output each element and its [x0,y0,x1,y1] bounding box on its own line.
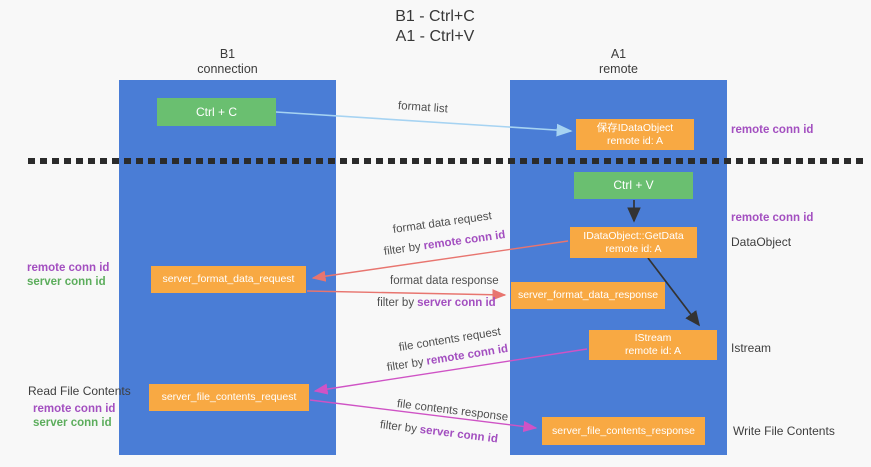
istream-line1: IStream [634,332,672,344]
idataobject-getdata-box: IDataObject::GetData remote id: A [570,227,697,258]
istream-side-label: Istream [731,341,772,355]
diagram-title: B1 - Ctrl+C A1 - Ctrl+V [300,7,570,47]
ctrl-c-box: Ctrl + C [157,98,276,126]
istream-box: IStream remote id: A [589,330,717,360]
dashed-session-divider [28,158,866,164]
istream-line2: remote id: A [624,345,682,357]
ctrl-c-label: Ctrl + C [195,104,237,119]
file-contents-response-label: file contents response [396,398,509,424]
format-list-label: format list [397,100,449,116]
right-remote-conn-id-mid: remote conn id [731,212,814,224]
server-file-contents-response-label: server_file_contents_response [551,424,695,437]
title-line-2: A1 - Ctrl+V [395,28,475,45]
save-idataobject-box: 保存IDataObject remote id: A [576,119,694,150]
left-server-conn-id-top: server conn id [27,276,106,288]
server-format-data-response-label: server_format_data_response [517,289,659,301]
server-conn-id-text: server conn id [419,423,499,446]
read-file-contents-label: Read File Contents [28,384,131,398]
remote-conn-id-text: remote conn id [422,229,507,253]
lifeline-header-a1: A1 remote [510,47,727,77]
ctrl-v-box: Ctrl + V [574,172,693,199]
format-data-response-label: format data response [390,275,499,287]
lifeline-b1-role: connection [197,62,258,76]
server-format-data-request-box: server_format_data_request [151,266,306,293]
save-idataobject-line2: remote id: A [606,134,664,147]
ctrl-v-label: Ctrl + V [613,178,654,192]
getdata-line1: IDataObject::GetData [583,229,684,242]
server-file-contents-request-box: server_file_contents_request [149,384,309,411]
left-remote-conn-id-bottom: remote conn id [33,403,116,415]
lifeline-header-b1: B1 connection [119,47,336,77]
server-format-data-response-box: server_format_data_response [511,282,665,309]
lifeline-a1-name: A1 [610,47,627,61]
server-format-data-request-label: server_format_data_request [162,273,295,285]
write-file-contents-label: Write File Contents [733,424,835,438]
getdata-line2: remote id: A [605,242,662,255]
left-server-conn-id-bottom: server conn id [33,417,112,429]
server-file-contents-request-label: server_file_contents_request [161,391,297,403]
title-line-1: B1 - Ctrl+C [395,8,475,25]
lifeline-a1-role: remote [599,62,638,76]
lifeline-b1-name: B1 [219,47,236,61]
server-conn-id-text: server conn id [417,297,496,309]
server-file-contents-response-box: server_file_contents_response [542,417,705,445]
arrow-format-data-response [306,289,507,301]
save-idataobject-line1: 保存IDataObject [596,121,674,134]
dataobject-label: DataObject [731,235,792,249]
right-remote-conn-id-top: remote conn id [731,124,814,136]
left-remote-conn-id-top: remote conn id [27,262,110,274]
